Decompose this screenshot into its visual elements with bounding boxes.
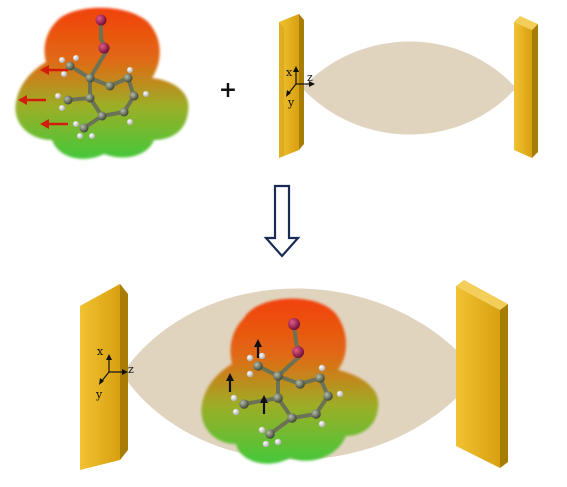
molecule-atoms [55, 14, 149, 139]
hydrogen-atom [59, 57, 65, 63]
molecule-atoms [230, 318, 344, 448]
red-arrow [40, 119, 68, 129]
left-mirror [80, 284, 128, 470]
hydrogen-atom [127, 67, 133, 73]
plus-sign: + [219, 77, 237, 103]
right-mirror [456, 280, 508, 468]
carbon-atom [287, 413, 297, 423]
hydrogen-atom [61, 71, 67, 77]
carbon-atom [65, 61, 75, 71]
coordinate-axes [286, 66, 315, 97]
hydrogen-atom [318, 364, 326, 372]
hydrogen-atom [274, 438, 282, 446]
carbon-atom [311, 409, 321, 419]
carbon-atom [273, 371, 283, 381]
black-arrow [226, 373, 234, 392]
hydrogen-atom [232, 408, 240, 416]
transition-dipole-arrows [226, 339, 268, 414]
hydrogen-atom [258, 352, 266, 360]
iodine-atom [288, 318, 300, 330]
axis-label-z: z [128, 363, 134, 376]
hydrogen-atom [77, 133, 83, 139]
red-arrow [40, 65, 68, 75]
iodine-atom [292, 346, 304, 358]
free-molecule [15, 7, 189, 159]
coupled-cavity: x z y [80, 280, 508, 470]
carbon-atom [239, 399, 249, 409]
cavity-mode-field [302, 41, 516, 135]
axis-label-x: x [97, 345, 104, 358]
hydrogen-atom [59, 105, 65, 111]
hydrogen-atom [336, 390, 344, 398]
carbon-atom [265, 429, 275, 439]
carbon-atom [253, 361, 263, 371]
carbon-atom [129, 91, 139, 101]
carbon-atom [97, 111, 107, 121]
iodine-atom [98, 42, 110, 54]
hydrogen-atom [230, 394, 238, 402]
carbon-atom [79, 123, 89, 133]
axis-label-z: z [307, 71, 313, 84]
confined-molecule [201, 298, 379, 464]
hydrogen-atom [246, 354, 254, 362]
hydrogen-atom [262, 440, 270, 448]
carbon-atom [85, 73, 95, 83]
hydrogen-atom [318, 420, 326, 428]
right-mirror [514, 16, 538, 158]
axis-label-y: y [95, 388, 103, 401]
hydrogen-atom [55, 93, 61, 99]
process-arrow [263, 184, 301, 258]
hydrogen-atom [73, 121, 79, 127]
hydrogen-atom [89, 133, 95, 139]
carbon-atom [273, 393, 283, 403]
carbon-atom [105, 81, 115, 91]
carbon-atom [323, 391, 333, 401]
axis-label-y: y [287, 96, 295, 109]
coordinate-axes [99, 354, 128, 385]
hydrogen-atom [246, 370, 254, 378]
hydrogen-atom [143, 91, 149, 97]
carbon-atom [315, 373, 325, 383]
hydrogen-atom [73, 55, 79, 61]
transition-dipole-arrows [18, 65, 68, 129]
carbon-atom [119, 107, 129, 117]
axis-label-x: x [286, 66, 293, 79]
iodine-atom [95, 14, 107, 26]
carbon-atom [123, 73, 133, 83]
carbon-atom [63, 95, 73, 105]
left-mirror [279, 14, 304, 158]
black-arrow [260, 395, 268, 414]
carbon-atom [295, 379, 305, 389]
hydrogen-atom [258, 426, 266, 434]
red-arrow [18, 95, 46, 105]
carbon-atom [85, 93, 95, 103]
black-arrow [254, 339, 262, 358]
empty-cavity: x z y [279, 14, 538, 158]
hydrogen-atom [127, 119, 133, 125]
